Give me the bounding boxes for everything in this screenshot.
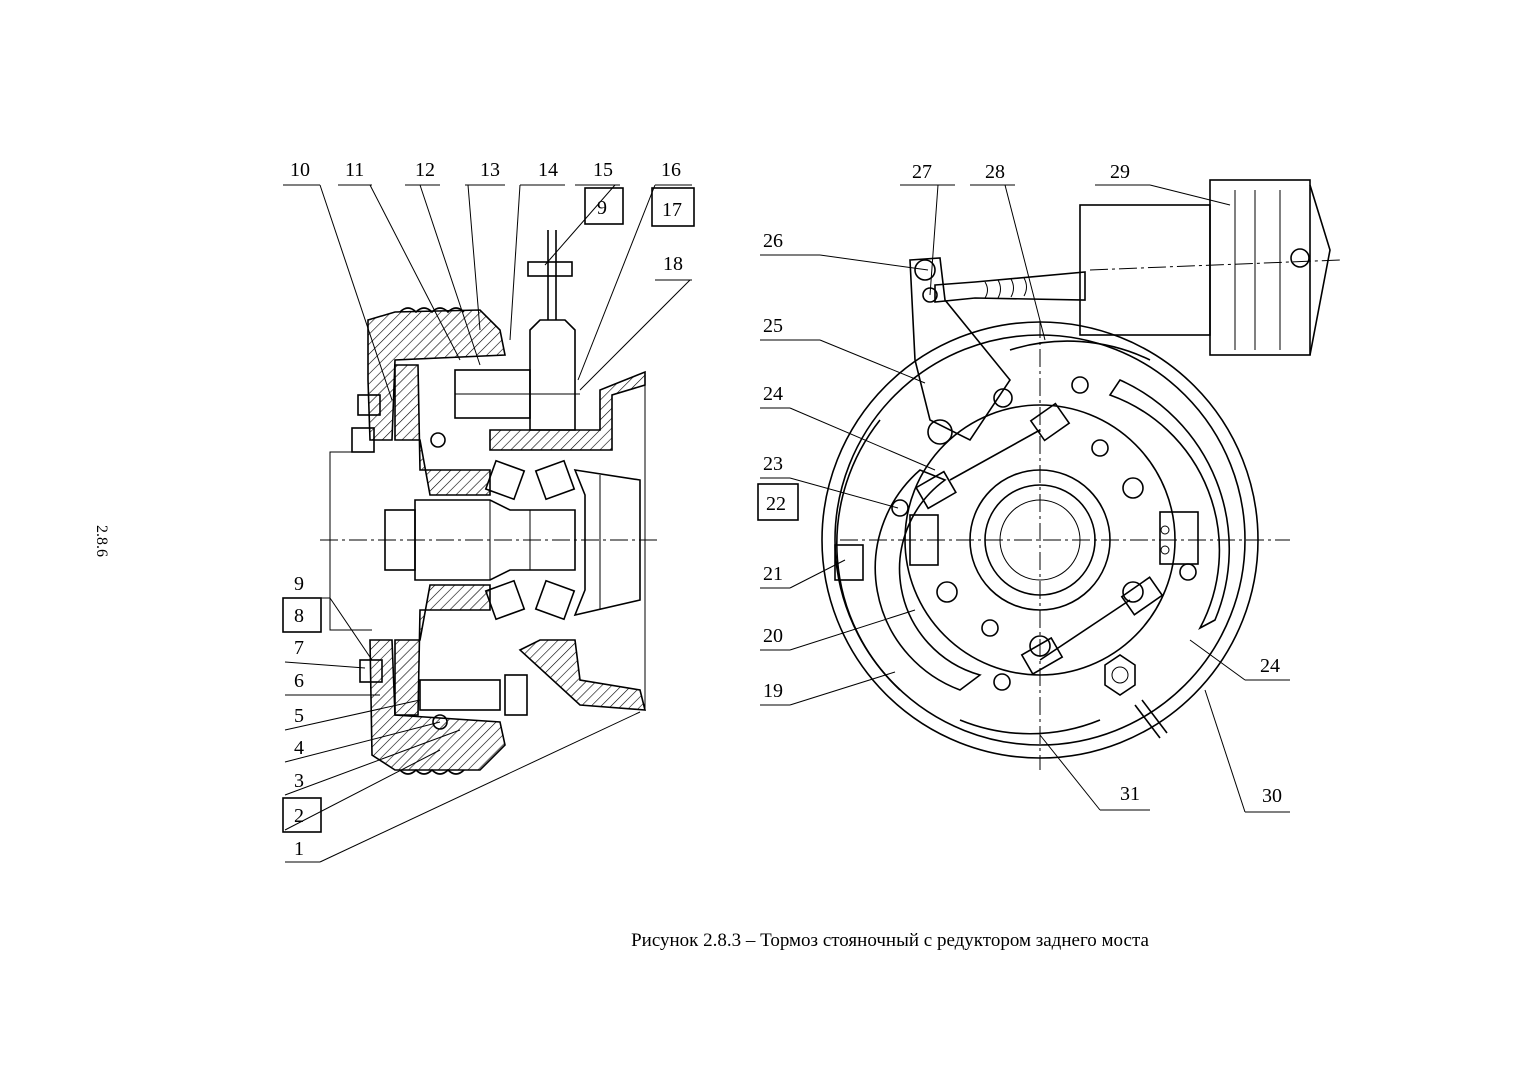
callout-4: 4 <box>294 737 304 759</box>
callout-27: 27 <box>912 161 932 183</box>
callout-12: 12 <box>415 159 435 181</box>
callout-31: 31 <box>1120 783 1140 805</box>
right-callouts: 27 28 29 26 25 24 23 22 21 20 19 24 31 3… <box>763 161 1282 807</box>
callout-box-17: 17 <box>662 199 682 221</box>
callout-25: 25 <box>763 315 783 337</box>
callout-26: 26 <box>763 230 783 252</box>
callout-24-left: 24 <box>763 383 783 405</box>
callout-15: 15 <box>593 159 613 181</box>
callout-23: 23 <box>763 453 783 475</box>
callout-1: 1 <box>294 838 304 860</box>
callout-box-2: 2 <box>294 805 304 827</box>
callout-7: 7 <box>294 637 304 659</box>
callout-29: 29 <box>1110 161 1130 183</box>
callout-3: 3 <box>294 770 304 792</box>
callout-28: 28 <box>985 161 1005 183</box>
callout-box-8: 8 <box>294 605 304 627</box>
callout-9-left: 9 <box>294 573 304 595</box>
reducer-section-view <box>282 184 695 863</box>
callout-10: 10 <box>290 159 310 181</box>
page-number: 2.8.6 <box>93 525 110 557</box>
callout-20: 20 <box>763 625 783 647</box>
callout-14: 14 <box>538 159 558 181</box>
figure-caption: Рисунок 2.8.3 – Тормоз стояночный с реду… <box>631 930 1149 951</box>
brake-front-view <box>757 179 1341 813</box>
callout-18: 18 <box>663 253 683 275</box>
callout-13: 13 <box>480 159 500 181</box>
callout-19: 19 <box>763 680 783 702</box>
callout-5: 5 <box>294 705 304 727</box>
callout-24-right: 24 <box>1260 655 1280 677</box>
callout-21: 21 <box>763 563 783 585</box>
callout-6: 6 <box>294 670 304 692</box>
callout-box-22: 22 <box>766 493 786 515</box>
callout-30: 30 <box>1262 785 1282 807</box>
callout-box-9-top: 9 <box>597 197 607 219</box>
left-callouts: 10 11 12 13 14 15 16 18 9 17 9 8 7 6 5 4… <box>290 159 683 860</box>
callout-16: 16 <box>661 159 681 181</box>
callout-11: 11 <box>345 159 364 181</box>
